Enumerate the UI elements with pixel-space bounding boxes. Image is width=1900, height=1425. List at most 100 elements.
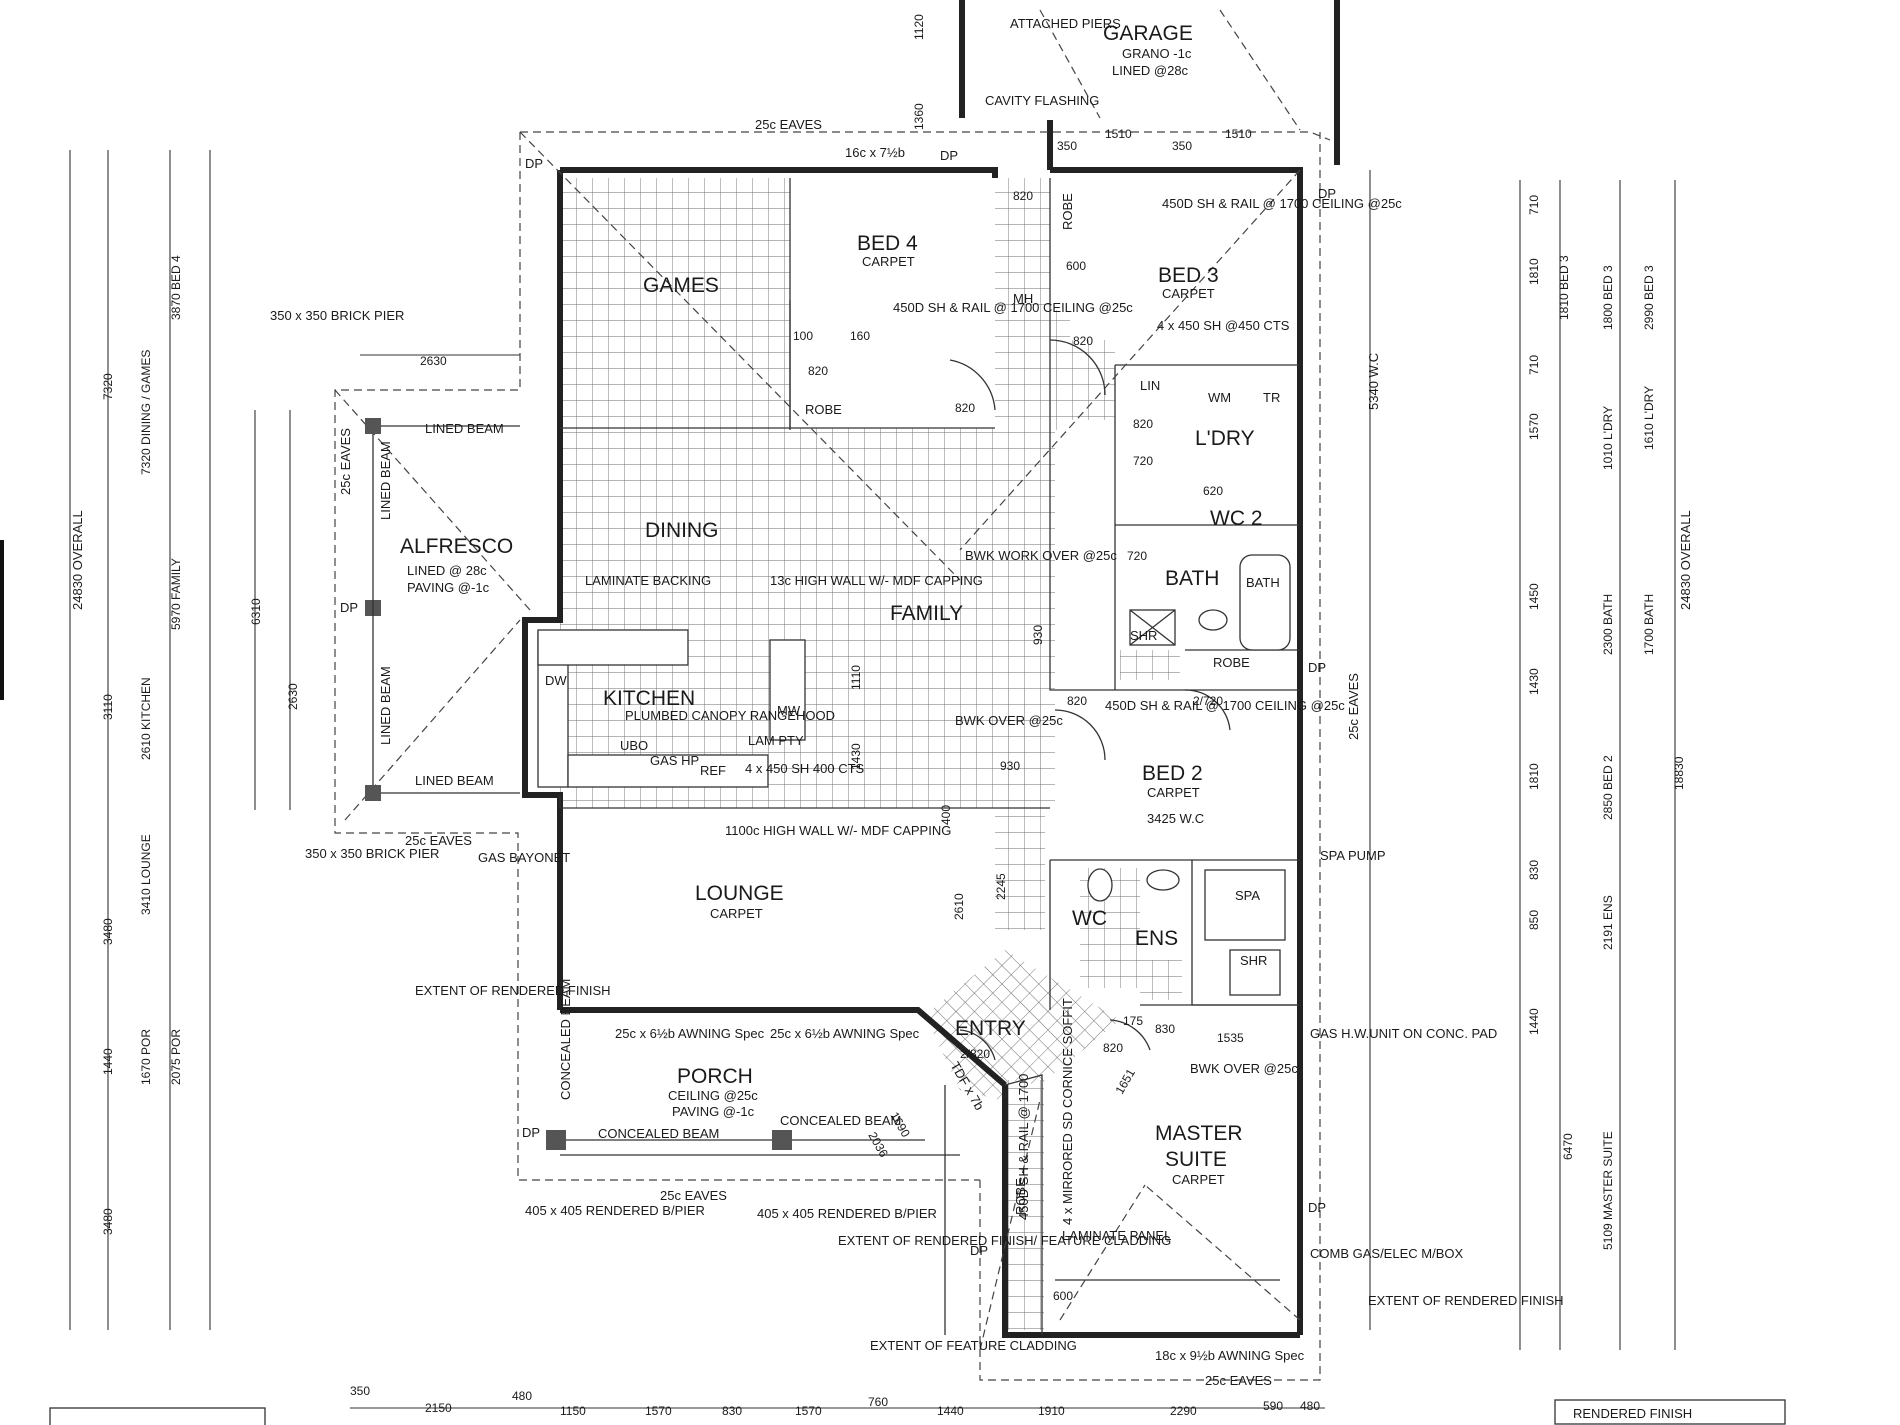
kitchen-label: KITCHEN bbox=[603, 687, 695, 710]
gas-hw-note: GAS H.W.UNIT ON CONC. PAD bbox=[1310, 1026, 1497, 1041]
dim-t-5: 1120 bbox=[912, 14, 926, 40]
dim-r-1: 1810 BED 3 bbox=[1557, 255, 1571, 320]
dim-b-11: 2290 bbox=[1170, 1404, 1197, 1418]
dim-b-3: 480 bbox=[512, 1389, 532, 1403]
dim-d-20: 2245 bbox=[994, 873, 1008, 900]
dim-ro-1: 710 bbox=[1527, 195, 1541, 215]
eaves-right-note: 25c EAVES bbox=[1346, 673, 1361, 740]
dim-d-18: 400 bbox=[939, 805, 953, 825]
alfresco-lined: LINED @ 28c bbox=[407, 563, 487, 578]
dim-d-10: 2/720 bbox=[1193, 694, 1223, 708]
dp-note-7: DP bbox=[970, 1243, 988, 1258]
extent-cladding-note: EXTENT OF FEATURE CLADDING bbox=[870, 1338, 1077, 1353]
overall-right-note: 24830 OVERALL bbox=[1678, 510, 1693, 610]
brick-pier-top-note: 350 x 350 BRICK PIER bbox=[270, 308, 404, 323]
sh-kitchen-note: 4 x 450 SH 400 CTS bbox=[745, 761, 865, 776]
porch-structure bbox=[546, 1130, 960, 1156]
eaves-alfresco-note: 25c EAVES bbox=[405, 833, 472, 848]
extent-feature-note: EXTENT OF RENDERED FINISH/ FEATURE CLADD… bbox=[838, 1233, 1171, 1248]
brick-pier-bottom-note: 350 x 350 BRICK PIER bbox=[305, 846, 439, 861]
dim-b-12: 590 bbox=[1263, 1399, 1283, 1413]
dim-r-7: 1700 BATH bbox=[1642, 594, 1656, 655]
dim-inner-2: 7320 DINING / GAMES bbox=[139, 350, 153, 475]
dim-b-13: 480 bbox=[1300, 1399, 1320, 1413]
bwk-work-note: BWK WORK OVER @25c bbox=[965, 548, 1117, 563]
dim-r-6: 2300 BATH bbox=[1601, 594, 1615, 655]
extent-rendered-note: EXTENT OF RENDERED FINISH bbox=[415, 983, 611, 998]
dim-r-8: 2850 BED 2 bbox=[1601, 755, 1615, 820]
left-dimension-lines bbox=[69, 150, 520, 1330]
laminate-panel-note: LAMINATE PANEL bbox=[1062, 1228, 1171, 1243]
alfresco-paving: PAVING @-1c bbox=[407, 580, 490, 595]
dim-inner-5: 3410 LOUNGE bbox=[139, 834, 153, 915]
dp-note-2: DP bbox=[940, 148, 958, 163]
dw-note: DW bbox=[545, 673, 567, 688]
dim-alfresco-3: 2630 bbox=[286, 683, 300, 710]
sh-bed3-note: 450D SH & RAIL @ 1700 CEILING @25c bbox=[1162, 196, 1402, 211]
dim-b-1: 350 bbox=[350, 1384, 370, 1398]
dim-left-3: 3480 bbox=[101, 918, 115, 945]
bottom-dimension-labels: 350 2150 480 1150 1570 830 1570 760 1440… bbox=[350, 1384, 1320, 1418]
dim-b-7: 1570 bbox=[795, 1404, 822, 1418]
robe-bed3: ROBE bbox=[1060, 193, 1075, 230]
garage-lined-label: LINED @28c bbox=[1112, 63, 1189, 78]
dim-b-5: 1570 bbox=[645, 1404, 672, 1418]
dim-d-5: 820 bbox=[1103, 1041, 1123, 1055]
overall-left-note: 24830 OVERALL bbox=[70, 510, 85, 610]
sh-bed2-note: 450D SH & RAIL @ 1700 CEILING @25c bbox=[1105, 698, 1345, 713]
shr-bath-label: SHR bbox=[1130, 628, 1157, 643]
dim-r-2: 1800 BED 3 bbox=[1601, 265, 1615, 330]
dim-t-2: 1510 bbox=[1225, 127, 1252, 141]
master-label-2: SUITE bbox=[1165, 1148, 1227, 1171]
dp-note-4: DP bbox=[1308, 660, 1326, 675]
dim-ro-9: 850 bbox=[1527, 910, 1541, 930]
master-carpet: CARPET bbox=[1172, 1172, 1225, 1187]
dim-inner-7: 2075 POR bbox=[169, 1029, 183, 1085]
dim-d-7: 720 bbox=[1127, 549, 1147, 563]
shr-ens-label: SHR bbox=[1240, 953, 1267, 968]
bed4-carpet: CARPET bbox=[862, 254, 915, 269]
attached-piers-note: ATTACHED PIERS bbox=[1010, 16, 1121, 31]
bwk-over-note: BWK OVER @25c bbox=[955, 713, 1063, 728]
lined-beam-bottom-note: LINED BEAM bbox=[415, 773, 494, 788]
dim-b-4: 1150 bbox=[560, 1404, 586, 1418]
dim-b-10: 1910 bbox=[1038, 1404, 1065, 1418]
right-dimension-labels: 1810 BED 3 1800 BED 3 2990 BED 3 1610 L'… bbox=[1527, 195, 1686, 1250]
eaves-bottom-note: 25c EAVES bbox=[1205, 1373, 1272, 1388]
alfresco-structure bbox=[365, 418, 520, 801]
tiled-floor-areas bbox=[560, 178, 1182, 1330]
dim-d-3: 820 bbox=[808, 364, 828, 378]
plumbed-canopy-note: PLUMBED CANOPY RANGEHOOD bbox=[625, 708, 835, 723]
lined-beam-mid-note: LINED BEAM bbox=[378, 441, 393, 520]
robe-bed4: ROBE bbox=[805, 402, 842, 417]
dim-ro-10: 1440 bbox=[1527, 1008, 1541, 1035]
porch-label: PORCH bbox=[677, 1065, 753, 1088]
wm-label: WM bbox=[1208, 390, 1231, 405]
games-label: GAMES bbox=[643, 274, 719, 297]
bath-label: BATH bbox=[1165, 567, 1219, 590]
dim-d-4: 820 bbox=[1067, 694, 1087, 708]
kitchen-benches bbox=[537, 629, 806, 788]
garage-label: GARAGE bbox=[1103, 22, 1193, 45]
bwk-over-master-note: BWK OVER @25c bbox=[1190, 1061, 1298, 1076]
dim-ro-4: 1570 bbox=[1527, 413, 1541, 440]
eaves-left-note: 25c EAVES bbox=[338, 428, 353, 495]
dim-d-15: 930 bbox=[1031, 625, 1045, 645]
eaves-top-note: 25c EAVES bbox=[755, 117, 822, 132]
dp-note-1: DP bbox=[525, 156, 543, 171]
lined-beam-left-note: LINED BEAM bbox=[378, 666, 393, 745]
dim-inner-6: 1670 POR bbox=[139, 1029, 153, 1085]
concealed-beam-2-note: CONCEALED BEAM bbox=[780, 1113, 901, 1128]
bed3-carpet: CARPET bbox=[1162, 286, 1215, 301]
dim-ro-5: 1450 bbox=[1527, 583, 1541, 610]
left-dimension-labels: 7320 3110 3480 1440 3480 3870 BED 4 7320… bbox=[101, 255, 447, 1235]
comb-gas-note: COMB GAS/ELEC M/BOX bbox=[1310, 1246, 1463, 1261]
top-dimension-labels: 1510 1510 350 350 1120 1360 820 bbox=[912, 14, 1252, 203]
robe-sh-note: 450D SH & RAIL @ 1700 bbox=[1016, 1074, 1031, 1220]
dim-t-6: 1360 bbox=[912, 103, 926, 130]
dim-left-5: 3480 bbox=[101, 1208, 115, 1235]
dim-d-26: 1651 bbox=[1112, 1066, 1138, 1096]
high-wall-note: 13c HIGH WALL W/- MDF CAPPING bbox=[770, 573, 983, 588]
dim-d-25: 1535 bbox=[1217, 1031, 1244, 1045]
spa-pump-note: SPA PUMP bbox=[1320, 848, 1386, 863]
